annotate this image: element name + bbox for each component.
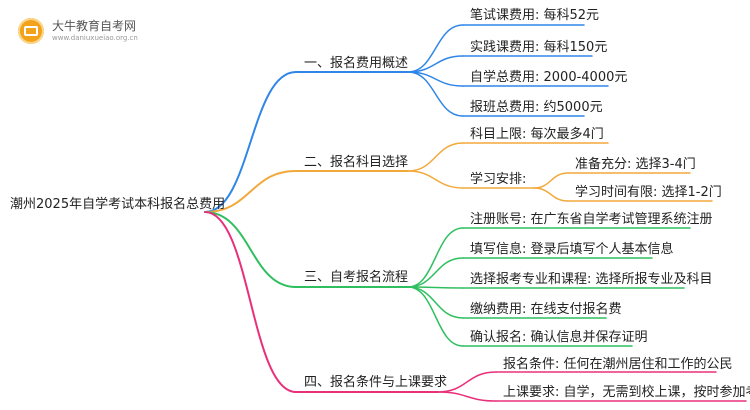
branch-2-item-2: 学习安排:: [470, 172, 527, 187]
branch-3-item-1-line: [407, 227, 464, 288]
branch-1-item-2-line: [407, 55, 464, 73]
branch-2-subitem-2-line: [533, 187, 569, 202]
branch-2-item-1-line: [407, 142, 464, 172]
branch-3-item-1: 注册账号: 在广东省自学考试管理系统注册: [470, 212, 713, 227]
branch-1-item-4: 报班总费用: 约5000元: [470, 100, 603, 115]
branch-3-item-4-line: [407, 286, 464, 319]
logo-url: www.daniuxueiao.org.cn: [52, 34, 138, 42]
branch-2-subitem-1: 准备充分: 选择3-4门: [575, 157, 696, 172]
root-to-branch-3-line: [204, 211, 297, 288]
site-logo: 大牛教育自考网 www.daniuxueiao.org.cn: [18, 14, 148, 48]
branch-2-label: 二、报名科目选择: [304, 155, 409, 170]
branch-3-item-2: 填写信息: 登录后填写个人基本信息: [470, 242, 674, 257]
branch-1-item-2: 实践课费用: 每科150元: [470, 40, 608, 55]
branch-3-item-5: 确认报名: 确认信息并保存证明: [470, 330, 648, 345]
branch-1-item-1: 笔试课费用: 每科52元: [470, 8, 600, 23]
branch-4-item-2-line: [437, 391, 497, 402]
root-to-branch-2-line: [204, 170, 297, 213]
branch-3-item-3: 选择报考专业和课程: 选择所报专业及科目: [470, 272, 713, 287]
root-to-branch-4-line: [204, 211, 297, 393]
branch-4-label: 四、报名条件与上课要求: [304, 375, 448, 390]
branch-4-item-1: 报名条件: 任何在潮州居住和工作的公民: [503, 357, 733, 372]
root-to-branch-1-line: [204, 71, 297, 213]
logo-name: 大牛教育自考网: [52, 19, 137, 33]
branch-1-label: 一、报名费用概述: [304, 56, 409, 71]
branch-2-item-2-line: [407, 170, 464, 189]
branch-3-item-5-line: [407, 286, 464, 347]
branch-4-item-2: 上课要求: 自学，无需到校上课，按时参加考试: [503, 385, 750, 400]
branch-1-item-3: 自学总费用: 2000-4000元: [470, 70, 628, 85]
root-topic: 潮州2025年自学考试本科报名总费用: [10, 197, 226, 212]
branch-4-item-1-line: [437, 371, 497, 393]
branch-1-item-4-line: [407, 71, 464, 117]
branch-2-subitem-2: 学习时间有限: 选择1-2门: [575, 185, 722, 200]
branch-3-item-4: 缴纳费用: 在线支付报名费: [470, 302, 622, 317]
logo-badge-icon: [18, 18, 44, 44]
branch-2-item-1: 科目上限: 每次最多4门: [470, 127, 604, 142]
branch-3-label: 三、自考报名流程: [304, 270, 409, 285]
branch-1-item-1-line: [407, 24, 464, 73]
branch-3-item-2-line: [407, 257, 464, 288]
branch-2-subitem-1-line: [533, 172, 569, 189]
